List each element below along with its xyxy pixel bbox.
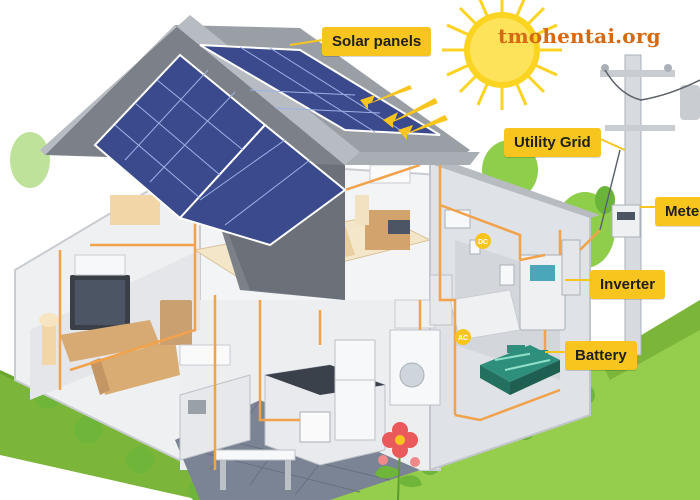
utility-grid-label: Utility Grid (504, 128, 601, 157)
inverter-label: Inverter (590, 270, 666, 299)
ac-label: AC (458, 335, 468, 342)
laundry (389, 274, 453, 406)
ac-badge: AC (455, 329, 471, 345)
solar-panel-array (93, 44, 441, 247)
garage-equipment (444, 209, 581, 341)
battery-bank (480, 345, 560, 395)
sunlight-arrows (360, 85, 448, 140)
watermark-text: tmohentai.org (498, 24, 661, 48)
dc-badge: DC (475, 233, 491, 249)
battery-label: Battery (565, 341, 637, 370)
meter-label: Meter (655, 197, 700, 226)
dc-label: DC (478, 239, 488, 246)
callout-leader-lines (289, 39, 655, 353)
flower-icon (375, 422, 422, 500)
living-room (39, 254, 192, 395)
sun-icon (442, 0, 562, 110)
solar-panels-label: Solar panels (322, 27, 432, 56)
